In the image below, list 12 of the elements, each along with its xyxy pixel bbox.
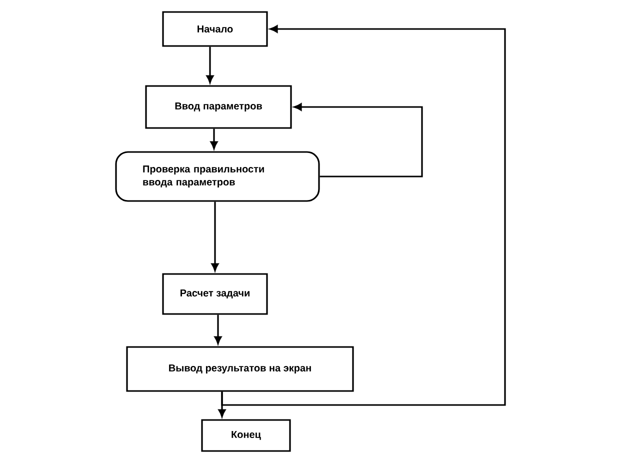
arrow [294,103,423,178]
process-box: Расчет задачи [162,273,268,315]
arrow [221,25,506,406]
process-box: Ввод параметров [145,85,292,129]
arrow [211,202,219,272]
process-box: Начало [162,11,268,47]
arrow [214,314,222,344]
arrow [206,46,214,84]
rounded-process-box: Проверка правильности ввода параметров [115,151,320,202]
process-box: Вывод результатов на экран [126,346,354,392]
arrow [210,128,218,150]
process-box: Конец [201,419,291,452]
